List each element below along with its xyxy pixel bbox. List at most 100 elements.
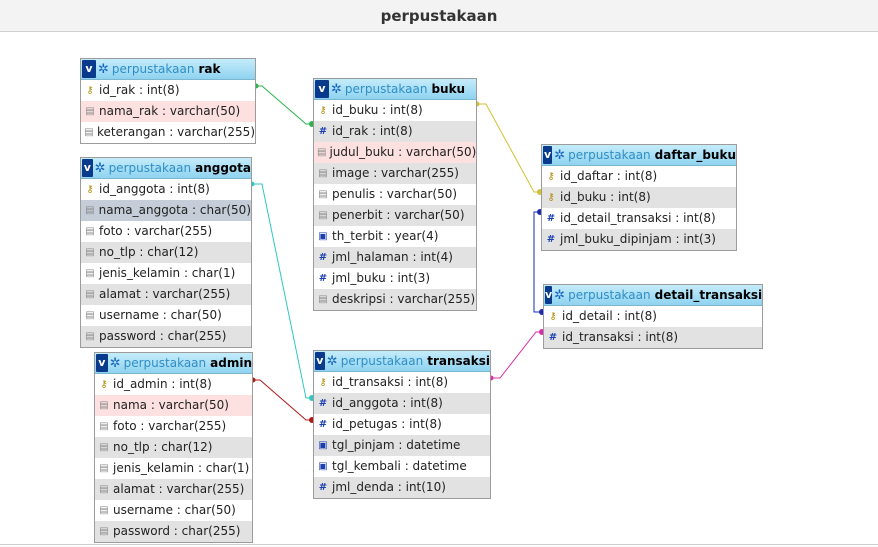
column-row[interactable]: ▤keterangan : varchar(255) <box>81 122 255 143</box>
column-row[interactable]: ▤foto : varchar(255) <box>95 416 252 437</box>
column-row[interactable]: #jml_denda : int(10) <box>314 477 490 498</box>
column-row[interactable]: ⚷id_daftar : int(8) <box>542 166 736 187</box>
column-row[interactable]: ▣tgl_kembali : datetime <box>314 456 490 477</box>
relation-anggota-transaksi <box>252 183 314 399</box>
key-icon: ⚷ <box>549 310 557 322</box>
number-icon: # <box>318 251 328 263</box>
database-prefix: perpustakaan <box>340 354 424 368</box>
column-row[interactable]: ▤username : char(50) <box>95 500 252 521</box>
column-label: tgl_pinjam : datetime <box>332 438 461 452</box>
column-row[interactable]: ▤ password : char(255) <box>95 521 252 542</box>
column-row[interactable]: ⚷id_transaksi : int(8) <box>314 372 490 393</box>
text-icon: ▤ <box>317 146 327 158</box>
table-buku[interactable]: v ✲ perpustakaan buku ⚷id_buku : int(8)#… <box>313 78 477 311</box>
number-icon: # <box>546 212 556 224</box>
table-anggota[interactable]: v ✲ perpustakaan anggota ⚷id_anggota : i… <box>80 157 252 348</box>
column-row[interactable]: ▤alamat : varchar(255) <box>95 479 252 500</box>
column-row[interactable]: ▤no_tlp : char(12) <box>95 437 252 458</box>
gear-icon[interactable]: ✲ <box>331 81 342 97</box>
text-icon: ▤ <box>85 330 95 342</box>
toggle-icon[interactable]: v <box>545 286 553 304</box>
column-row[interactable]: ⚷id_anggota : int(8) <box>81 179 251 200</box>
column-row[interactable]: ▤username : char(50) <box>81 305 251 326</box>
table-name: transaksi <box>427 354 490 368</box>
table-header[interactable]: v ✲ perpustakaan anggota <box>81 158 251 179</box>
table-header[interactable]: v ✲ perpustakaan rak <box>81 59 255 80</box>
gear-icon[interactable]: ✲ <box>94 160 106 176</box>
column-row[interactable]: ▤penerbit : varchar(50) <box>314 205 476 226</box>
table-header[interactable]: v ✲ perpustakaan detail_transaksi <box>544 285 762 306</box>
column-row[interactable]: #jml_buku_dipinjam : int(3) <box>542 229 736 250</box>
date-icon: ▣ <box>318 230 328 242</box>
column-row[interactable]: ⚷id_buku : int(8) <box>314 100 476 121</box>
column-row[interactable]: ▣ tgl_pinjam : datetime <box>314 435 490 456</box>
column-row[interactable]: ⚷id_rak : int(8) <box>81 80 255 101</box>
column-row[interactable]: ▤no_tlp : char(12) <box>81 242 251 263</box>
table-name: admin <box>210 356 252 370</box>
date-icon: ▣ <box>318 439 328 451</box>
column-row[interactable]: ⚷id_detail : int(8) <box>544 306 762 327</box>
column-row[interactable]: #id_petugas : int(8) <box>314 414 490 435</box>
table-admin[interactable]: v ✲ perpustakaan admin ⚷id_admin : int(8… <box>94 352 253 543</box>
text-icon: ▤ <box>99 483 109 495</box>
table-name: anggota <box>195 161 251 175</box>
table-header[interactable]: v ✲ perpustakaan daftar_buku <box>542 145 736 166</box>
table-header[interactable]: v ✲ perpustakaan admin <box>95 353 252 374</box>
column-row[interactable]: ▤jenis_kelamin : char(1) <box>95 458 252 479</box>
database-prefix: perpustakaan <box>344 82 428 96</box>
column-label: id_buku : int(8) <box>560 190 651 204</box>
database-prefix: perpustakaan <box>568 148 651 162</box>
column-label: jml_halaman : int(4) <box>332 250 453 264</box>
column-label: nama_rak : varchar(50) <box>99 104 241 118</box>
column-row[interactable]: ▤nama : varchar(50) <box>95 395 252 416</box>
column-row[interactable]: ▤deskripsi : varchar(255) <box>314 289 476 310</box>
column-row[interactable]: ⚷id_admin : int(8) <box>95 374 252 395</box>
toggle-icon[interactable]: v <box>315 80 329 98</box>
gear-icon[interactable]: ✲ <box>554 287 566 303</box>
column-row[interactable]: ▤password : char(255) <box>81 326 251 347</box>
table-transaksi[interactable]: v ✲ perpustakaan transaksi ⚷id_transaksi… <box>313 350 491 499</box>
number-icon: # <box>318 125 328 137</box>
table-daftar-buku[interactable]: v ✲ perpustakaan daftar_buku ⚷id_daftar … <box>541 144 737 251</box>
gear-icon[interactable]: ✲ <box>554 147 566 163</box>
column-row[interactable]: ▤judul_buku : varchar(50) <box>314 142 476 163</box>
column-row[interactable]: #id_anggota : int(8) <box>314 393 490 414</box>
column-row[interactable]: #id_transaksi : int(8) <box>544 327 762 348</box>
column-label: jenis_kelamin : char(1) <box>99 266 236 280</box>
column-label: nama : varchar(50) <box>113 398 229 412</box>
column-label: password : char(255) <box>113 524 241 538</box>
table-detail-transaksi[interactable]: v ✲ perpustakaan detail_transaksi ⚷id_de… <box>543 284 763 349</box>
column-row[interactable]: ▤alamat : varchar(255) <box>81 284 251 305</box>
gear-icon[interactable]: ✲ <box>109 355 121 371</box>
toggle-icon[interactable]: v <box>82 159 93 177</box>
table-header[interactable]: v ✲ perpustakaan buku <box>314 79 476 100</box>
gear-icon[interactable]: ✲ <box>326 353 338 369</box>
column-row[interactable]: ▤foto : varchar(255) <box>81 221 251 242</box>
designer-header: perpustakaan <box>0 0 878 32</box>
number-icon: # <box>546 233 556 245</box>
key-icon: ⚷ <box>86 84 94 96</box>
column-row[interactable]: #id_detail_transaksi : int(8) <box>542 208 736 229</box>
text-icon: ▤ <box>84 126 94 138</box>
number-icon: # <box>318 418 328 430</box>
column-row[interactable]: ⚷id_buku : int(8) <box>542 187 736 208</box>
column-row[interactable]: #jml_buku : int(3) <box>314 268 476 289</box>
column-row[interactable]: ▣th_terbit : year(4) <box>314 226 476 247</box>
gear-icon[interactable]: ✲ <box>98 61 109 77</box>
text-icon: ▤ <box>318 293 328 305</box>
toggle-icon[interactable]: v <box>96 354 108 372</box>
toggle-icon[interactable]: v <box>543 146 553 164</box>
column-row[interactable]: # jml_halaman : int(4) <box>314 247 476 268</box>
table-header[interactable]: v ✲ perpustakaan transaksi <box>314 351 490 372</box>
column-label: id_admin : int(8) <box>113 377 212 391</box>
column-row[interactable]: ▤image : varchar(255) <box>314 163 476 184</box>
toggle-icon[interactable]: v <box>315 352 325 370</box>
column-row[interactable]: ▤penulis : varchar(50) <box>314 184 476 205</box>
column-row[interactable]: #id_rak : int(8) <box>314 121 476 142</box>
toggle-icon[interactable]: v <box>82 60 96 78</box>
column-row[interactable]: ▤nama_anggota : char(50) <box>81 200 251 221</box>
text-icon: ▤ <box>99 525 109 537</box>
column-row[interactable]: ▤jenis_kelamin : char(1) <box>81 263 251 284</box>
table-rak[interactable]: v ✲ perpustakaan rak ⚷id_rak : int(8)▤na… <box>80 58 256 144</box>
column-row[interactable]: ▤nama_rak : varchar(50) <box>81 101 255 122</box>
